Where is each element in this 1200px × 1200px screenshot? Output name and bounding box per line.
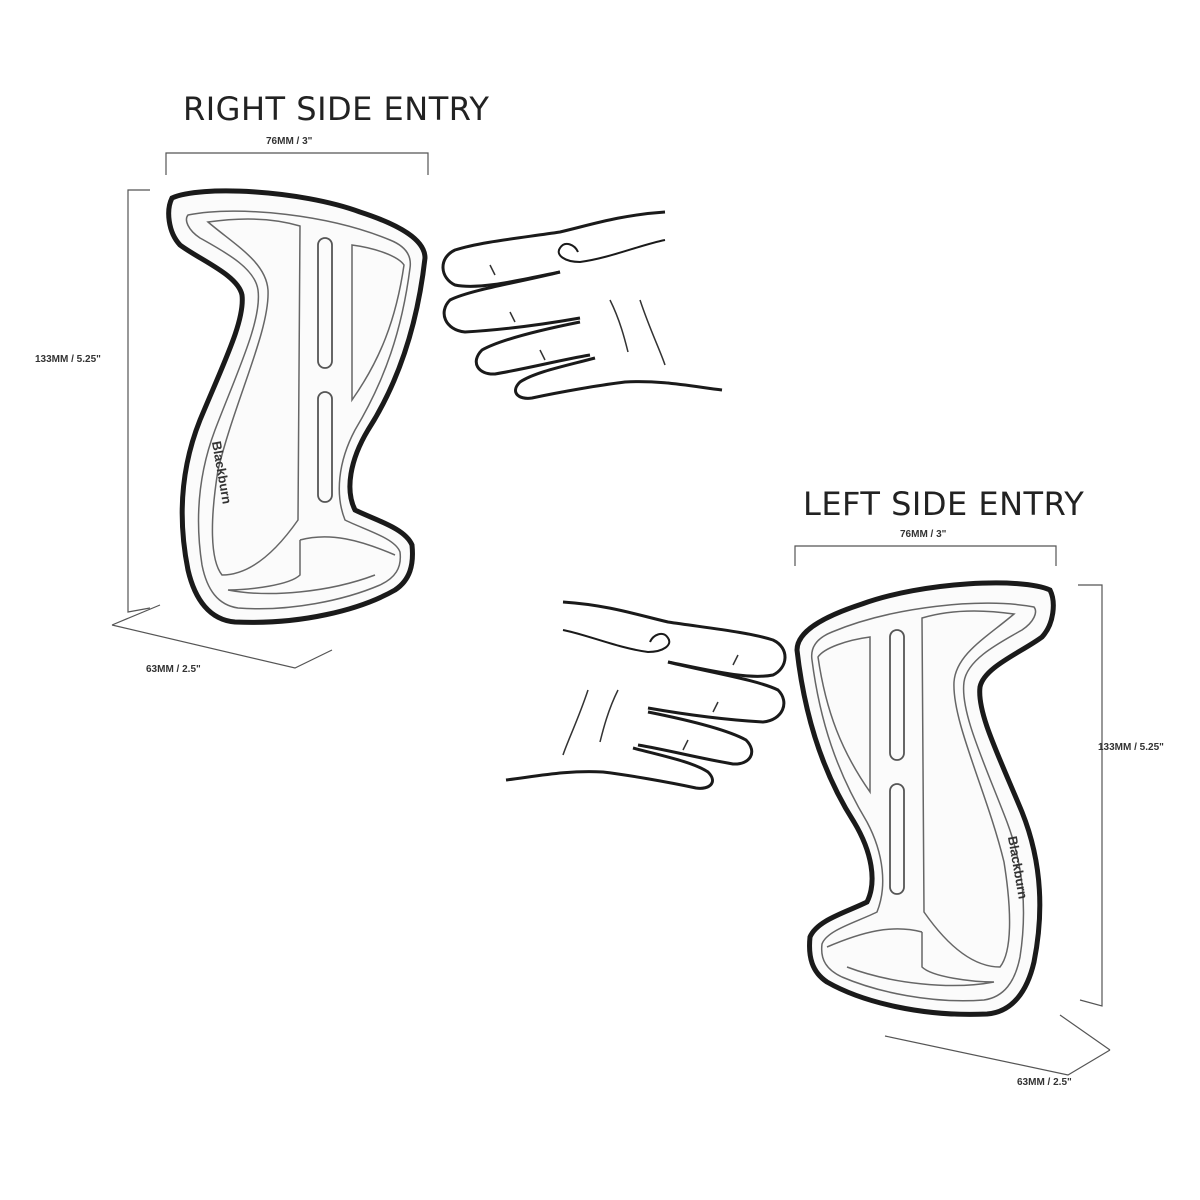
left-height-label: 133MM / 5.25" — [1098, 742, 1164, 753]
right-depth-label: 63MM / 2.5" — [146, 664, 201, 675]
right-cage — [169, 191, 425, 622]
right-side-entry-title: RIGHT SIDE ENTRY — [183, 90, 490, 128]
left-cage — [797, 583, 1053, 1014]
right-height-label: 133MM / 5.25" — [35, 354, 101, 365]
right-dimension-lines — [111, 152, 429, 669]
left-side-entry-title: LEFT SIDE ENTRY — [803, 485, 1085, 523]
left-hand — [504, 600, 787, 790]
left-depth-label: 63MM / 2.5" — [1017, 1077, 1072, 1088]
right-hand — [441, 210, 724, 400]
right-width-label: 76MM / 3" — [266, 136, 313, 147]
left-dimension-lines — [794, 545, 1111, 1076]
left-width-label: 76MM / 3" — [900, 529, 947, 540]
